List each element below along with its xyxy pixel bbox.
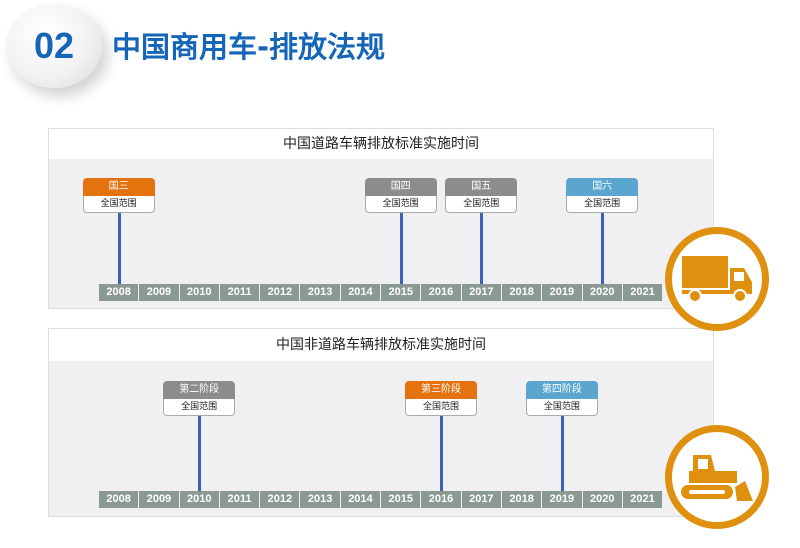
milestone-2017: 国五全国范围 [445, 178, 518, 284]
year-2011: 2011 [219, 491, 260, 508]
milestone-stem [399, 213, 403, 284]
milestone-stem [198, 416, 202, 491]
year-2017: 2017 [461, 491, 501, 508]
year-2008: 2008 [99, 491, 139, 508]
milestone-2008: 国三全国范围 [82, 178, 155, 284]
milestone-scope: 全国范围 [525, 399, 598, 416]
year-2017: 2017 [461, 284, 501, 301]
year-2014: 2014 [340, 491, 381, 508]
year-2011: 2011 [219, 284, 260, 301]
year-2020: 2020 [582, 284, 622, 301]
milestone-stem [560, 416, 564, 491]
milestone-stem [117, 213, 121, 284]
truck-icon [682, 256, 752, 303]
year-2021: 2021 [622, 491, 663, 508]
year-2010: 2010 [179, 491, 219, 508]
truck-icon-circle [665, 227, 769, 331]
milestone-2015: 国四全国范围 [364, 178, 437, 284]
section-number-badge: 02 [6, 4, 102, 88]
year-2008: 2008 [99, 284, 139, 301]
milestone-scope: 全国范围 [445, 196, 518, 213]
milestone-label: 国六 [566, 178, 639, 196]
year-2020: 2020 [582, 491, 622, 508]
milestone-label: 第二阶段 [163, 381, 236, 399]
milestone-scope: 全国范围 [405, 399, 477, 416]
year-2018: 2018 [501, 491, 542, 508]
milestone-label: 国五 [445, 178, 518, 196]
year-2021: 2021 [622, 284, 663, 301]
year-2016: 2016 [421, 491, 461, 508]
milestone-label: 国三 [82, 178, 155, 196]
year-2010: 2010 [179, 284, 219, 301]
milestone-label: 国四 [364, 178, 437, 196]
bulldozer-icon-circle [665, 425, 769, 529]
year-2012: 2012 [260, 491, 300, 508]
milestone-stem [601, 213, 605, 284]
section-number: 02 [33, 25, 75, 66]
year-2012: 2012 [260, 284, 300, 301]
milestone-stem [440, 416, 443, 491]
year-2014: 2014 [340, 284, 381, 301]
bulldozer-icon [681, 455, 753, 501]
year-2009: 2009 [139, 284, 179, 301]
milestone-label: 第三阶段 [405, 381, 477, 399]
year-2013: 2013 [300, 491, 340, 508]
year-2013: 2013 [300, 284, 340, 301]
year-2015: 2015 [381, 491, 421, 508]
year-2015: 2015 [381, 284, 421, 301]
milestone-2019: 第四阶段全国范围 [525, 381, 598, 491]
milestone-2010: 第二阶段全国范围 [163, 381, 236, 491]
milestone-scope: 全国范围 [364, 196, 437, 213]
panel-title: 中国非道路车辆排放标准实施时间 [49, 329, 713, 361]
year-2009: 2009 [139, 491, 179, 508]
milestone-scope: 全国范围 [566, 196, 639, 213]
page-title: 中国商用车-排放法规 [112, 30, 386, 64]
year-2019: 2019 [542, 284, 582, 301]
milestone-scope: 全国范围 [163, 399, 236, 416]
year-2018: 2018 [501, 284, 542, 301]
year-2016: 2016 [421, 284, 461, 301]
milestone-scope: 全国范围 [82, 196, 155, 213]
milestone-label: 第四阶段 [525, 381, 598, 399]
milestone-2016: 第三阶段全国范围 [405, 381, 477, 491]
milestone-stem [480, 213, 484, 284]
panel-title: 中国道路车辆排放标准实施时间 [49, 129, 713, 159]
year-2019: 2019 [542, 491, 582, 508]
milestone-2020: 国六全国范围 [566, 178, 639, 284]
